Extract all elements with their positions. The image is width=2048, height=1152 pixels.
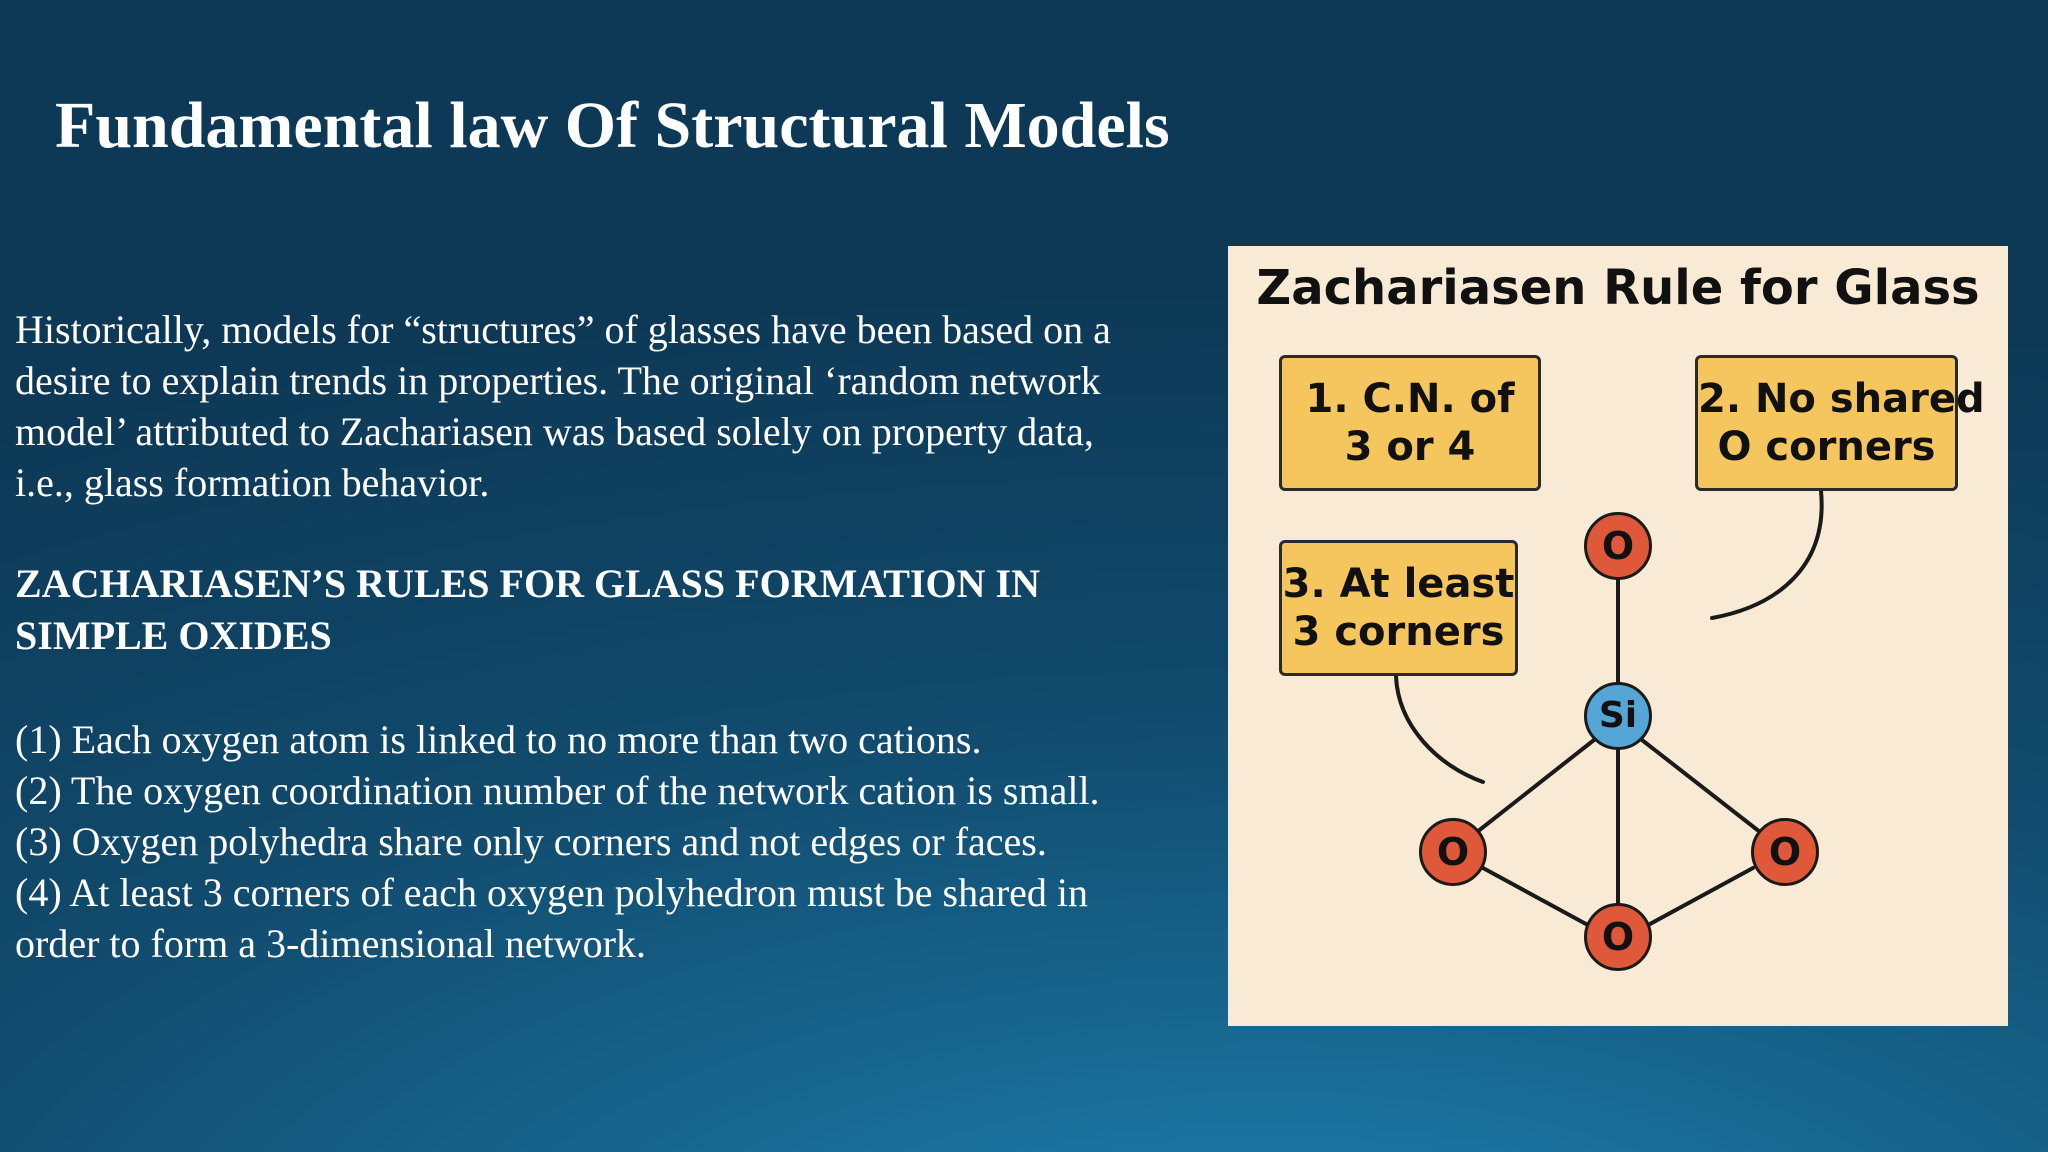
rules-heading: ZACHARIASEN’S RULES FOR GLASS FORMATION … [15, 558, 1210, 662]
callout-rule-2 [1710, 489, 1824, 620]
rule-item: (2) The oxygen coordination number of th… [15, 768, 1100, 813]
intro-line: desire to explain trends in properties. … [15, 358, 1101, 403]
rule-box-line: 3. At least [1282, 561, 1515, 607]
bond-si-left [1475, 738, 1596, 834]
rule-box-line: 3 corners [1292, 609, 1505, 655]
bond-left-bottom [1481, 866, 1588, 926]
intro-line: model’ attributed to Zachariasen was bas… [15, 409, 1094, 454]
rule-item: order to form a 3-dimensional network. [15, 921, 646, 966]
intro-line: Historically, models for “structures” of… [15, 307, 1111, 352]
rules-heading-line: ZACHARIASEN’S RULES FOR GLASS FORMATION … [15, 561, 1040, 606]
rule-item: (3) Oxygen polyhedra share only corners … [15, 819, 1047, 864]
oxygen-atom-right: O [1751, 818, 1819, 886]
rules-list: (1) Each oxygen atom is linked to no mor… [15, 714, 1215, 969]
intro-line: i.e., glass formation behavior. [15, 460, 490, 505]
silicon-atom: Si [1584, 682, 1652, 750]
rule-box-coordination: 1. C.N. of 3 or 4 [1279, 355, 1541, 491]
callout-rule-3 [1394, 674, 1485, 784]
diagram-title: Zachariasen Rule for Glass [1256, 260, 1980, 316]
diagram-connectors [1394, 489, 1824, 926]
rule-item: (1) Each oxygen atom is linked to no mor… [15, 717, 982, 762]
oxygen-atom-left: O [1419, 818, 1487, 886]
bond-si-right [1640, 738, 1762, 834]
slide-title: Fundamental law Of Structural Models [55, 89, 1170, 162]
rule-box-line: 1. C.N. of [1305, 376, 1515, 422]
rule-box-line: 3 or 4 [1344, 424, 1476, 470]
rule-box-three-corners: 3. At least 3 corners [1279, 540, 1518, 676]
oxygen-atom-top: O [1584, 512, 1652, 580]
rule-item: (4) At least 3 corners of each oxygen po… [15, 870, 1089, 915]
oxygen-atom-bottom: O [1584, 903, 1652, 971]
intro-paragraph: Historically, models for “structures” of… [15, 304, 1210, 508]
bond-right-bottom [1648, 866, 1755, 926]
zachariasen-diagram: Zachariasen Rule for Glass 1. C.N. of 3 … [1228, 246, 2008, 1026]
rule-box-line: O corners [1717, 424, 1936, 470]
rule-box-no-shared: 2. No shared O corners [1695, 355, 1985, 491]
rules-heading-line: SIMPLE OXIDES [15, 613, 332, 658]
rule-box-line: 2. No shared [1698, 376, 1985, 422]
